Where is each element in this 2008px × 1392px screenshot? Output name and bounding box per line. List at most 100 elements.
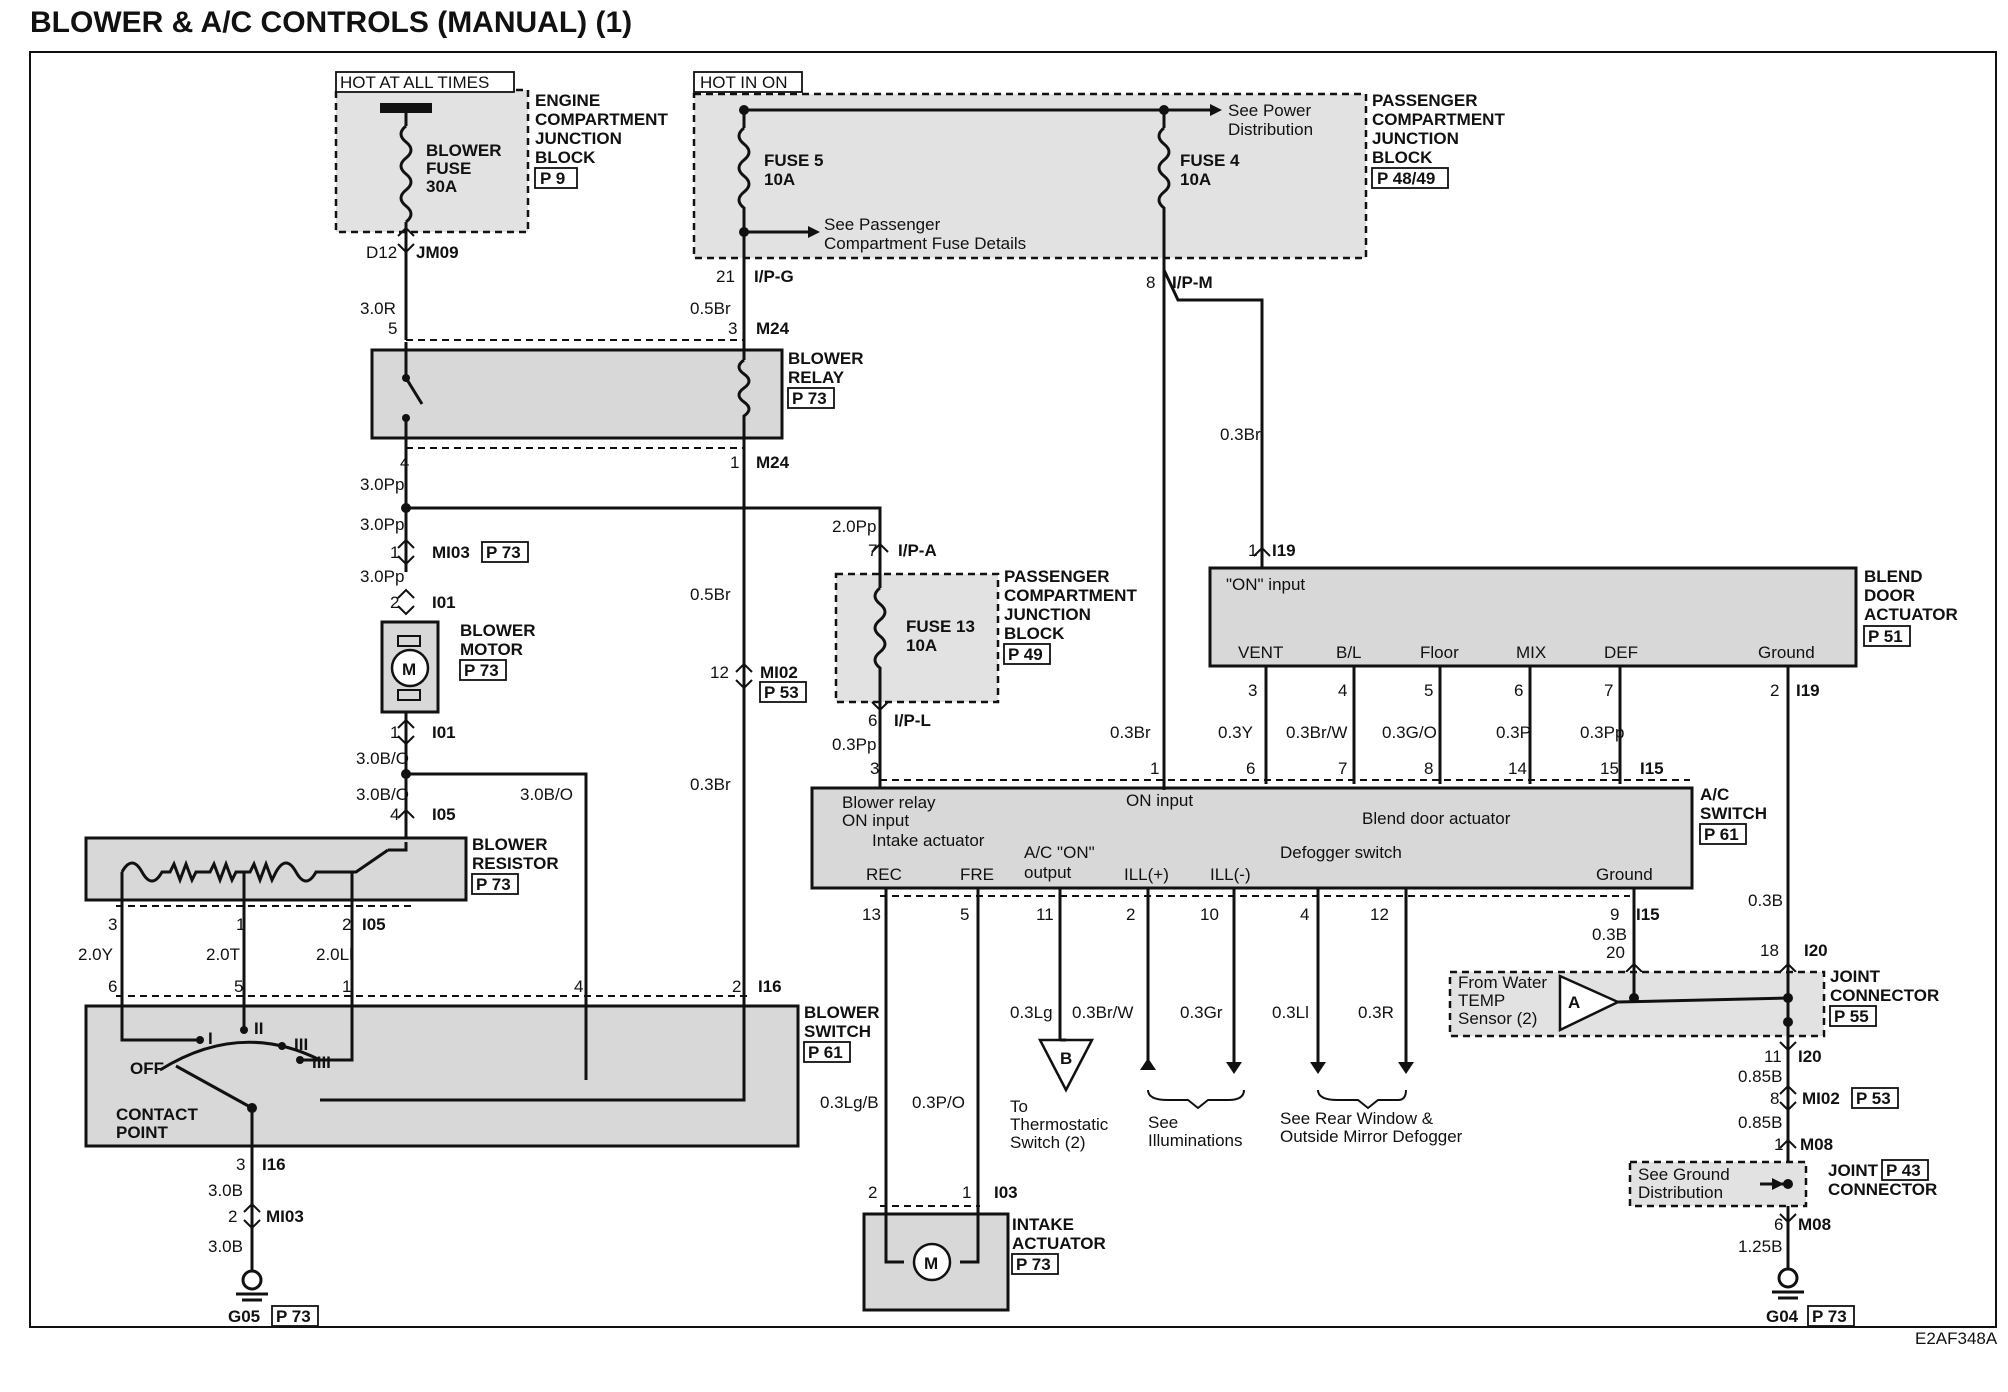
relay-name-2: RELAY [788,368,845,387]
pass-jb-ref: P 48/49 [1377,169,1435,188]
from-water-1: From Water [1458,973,1547,992]
blend-on-input: "ON" input [1226,575,1305,594]
acsw-ac-on-2: output [1024,863,1072,882]
bd-pin-7: 7 [1604,681,1613,700]
m08-pin-1: 1 [1774,1135,1783,1154]
fuse13-line-2: 10A [906,636,937,655]
blower-switch-name-1: BLOWER [804,1003,880,1022]
engine-jb-connector: JM09 [416,243,459,262]
blower-motor: M BLOWER MOTOR P 73 [380,620,536,714]
blower-resistor-name-2: RESISTOR [472,854,559,873]
acsw-ground: Ground [1596,865,1653,884]
see-fuse-2: Compartment Fuse Details [824,234,1026,253]
off-page-b: B [1060,1049,1072,1068]
connector-i16-top: I16 [758,977,782,996]
intake-name-1: INTAKE [1012,1215,1074,1234]
diagram-code: E2AF348A [1915,1329,1998,1348]
wire-0-3brw-b: 0.3Br/W [1072,1003,1133,1022]
blend-pin-bl: B/L [1336,643,1362,662]
blower-motor-name-2: MOTOR [460,640,523,659]
i20-pin-11: 11 [1764,1047,1782,1066]
to-thermo-3: Switch (2) [1010,1133,1086,1152]
wire-0-3lg: 0.3Lg [1010,1003,1053,1022]
contact-point-1: CONTACT [116,1105,198,1124]
connector-b-icon [1037,1038,1095,1093]
blend-name-3: ACTUATOR [1864,605,1958,624]
engine-jb-name-4: BLOCK [535,148,596,167]
connector-i20-top: I20 [1804,941,1828,960]
acsw-ill-plus: ILL(+) [1124,865,1169,884]
acsw-pin-15: 15 [1600,759,1619,778]
pass-jb2-name-2: COMPARTMENT [1004,586,1137,605]
sw-pin-1: 1 [342,977,351,996]
wire-0-85b-a: 0.85B [1738,1067,1782,1086]
relay-pin-5: 5 [388,319,397,338]
switch-pos-off: OFF [130,1059,164,1078]
joint2-name-1: JOINT [1828,1161,1879,1180]
wire-0-3b-i19: 0.3B [1748,891,1783,910]
wire-0-5br-mid: 0.5Br [690,585,731,604]
pass-jb2-ref: P 49 [1008,645,1043,664]
intake-name-2: ACTUATOR [1012,1234,1106,1253]
hot-at-all-times-label: HOT AT ALL TIMES [340,73,489,92]
mi03-pin-1: 1 [390,543,399,562]
fuse5-line-2: 10A [764,170,795,189]
wire-0-85b-b: 0.85B [1738,1113,1782,1132]
wire-3-0bo-b: 3.0B/O [356,785,409,804]
blower-resistor-name-1: BLOWER [472,835,548,854]
acsw-pin-5: 5 [960,905,969,924]
connector-i20-bottom: I20 [1798,1047,1822,1066]
switch-pos-iii: III [294,1035,308,1054]
i01-pin-2: 2 [390,593,399,612]
i05-pin-4: 4 [390,805,399,824]
see-power-1: See Power [1228,101,1311,120]
wire-2-0pp: 2.0Pp [832,517,876,536]
relay-pin-1: 1 [730,453,739,472]
ground-g05-icon [236,1269,268,1302]
jc-pin-18: 18 [1760,941,1779,960]
acsw-blower-relay-1: Blower relay [842,793,936,812]
engine-jb-pin: D12 [366,243,397,262]
wire-3-0b-a: 3.0B [208,1181,243,1200]
switch-pos-iiii: IIII [312,1053,331,1072]
acsw-blend: Blend door actuator [1362,809,1511,828]
ac-switch: 3 1 6 7 8 14 15 I15 Blower relay ON inpu… [810,759,1767,897]
blower-motor-symbol: M [402,660,416,679]
acsw-intake: Intake actuator [872,831,985,850]
see-fuse-1: See Passenger [824,215,941,234]
res-pin-1: 1 [236,915,245,934]
blend-pin-def: DEF [1604,643,1638,662]
mi03-ref: P 73 [486,543,521,562]
wire-3-0r: 3.0R [360,299,396,318]
switch-pos-i: I [208,1029,213,1048]
pass-jb-name-3: JUNCTION [1372,129,1459,148]
connector-ip-l: I/P-L [894,711,931,730]
acsw-rec: REC [866,865,902,884]
wire-2-0li: 2.0Ll [316,945,353,964]
wire-0-3b-ac: 0.3B [1592,925,1627,944]
ground-g04: G04 [1766,1307,1799,1326]
intake-actuator: 2 1 I03 M INTAKE ACTUATOR P 73 [862,1183,1106,1312]
bd-pin-2: 2 [1770,681,1779,700]
ground-g04-ref: P 73 [1812,1307,1847,1326]
blend-name-1: BLEND [1864,567,1923,586]
fuse4-line-2: 10A [1180,170,1211,189]
connector-mi03-bottom: MI03 [266,1207,304,1226]
wire-0-3p: 0.3P [1496,723,1531,742]
connector-i05-top: I05 [432,805,456,824]
blower-fuse-line-2: FUSE [426,159,471,178]
fuse5-line-1: FUSE 5 [764,151,824,170]
pass-jb2-name-3: JUNCTION [1004,605,1091,624]
engine-jb-ref: P 9 [540,169,565,188]
m08-pin-6: 6 [1774,1215,1783,1234]
mi02b-pin-8: 8 [1770,1089,1779,1108]
ip-l-pin-6: 6 [868,711,877,730]
blend-name-2: DOOR [1864,586,1915,605]
connector-ip-m: I/P-M [1172,273,1213,292]
relay-name-1: BLOWER [788,349,864,368]
from-water-3: Sensor (2) [1458,1009,1537,1028]
wire-0-3brw: 0.3Br/W [1286,723,1347,742]
relay-conn-bottom: M24 [756,453,790,472]
wire-0-3y: 0.3Y [1218,723,1253,742]
see-ill-2: Illuminations [1148,1131,1243,1150]
